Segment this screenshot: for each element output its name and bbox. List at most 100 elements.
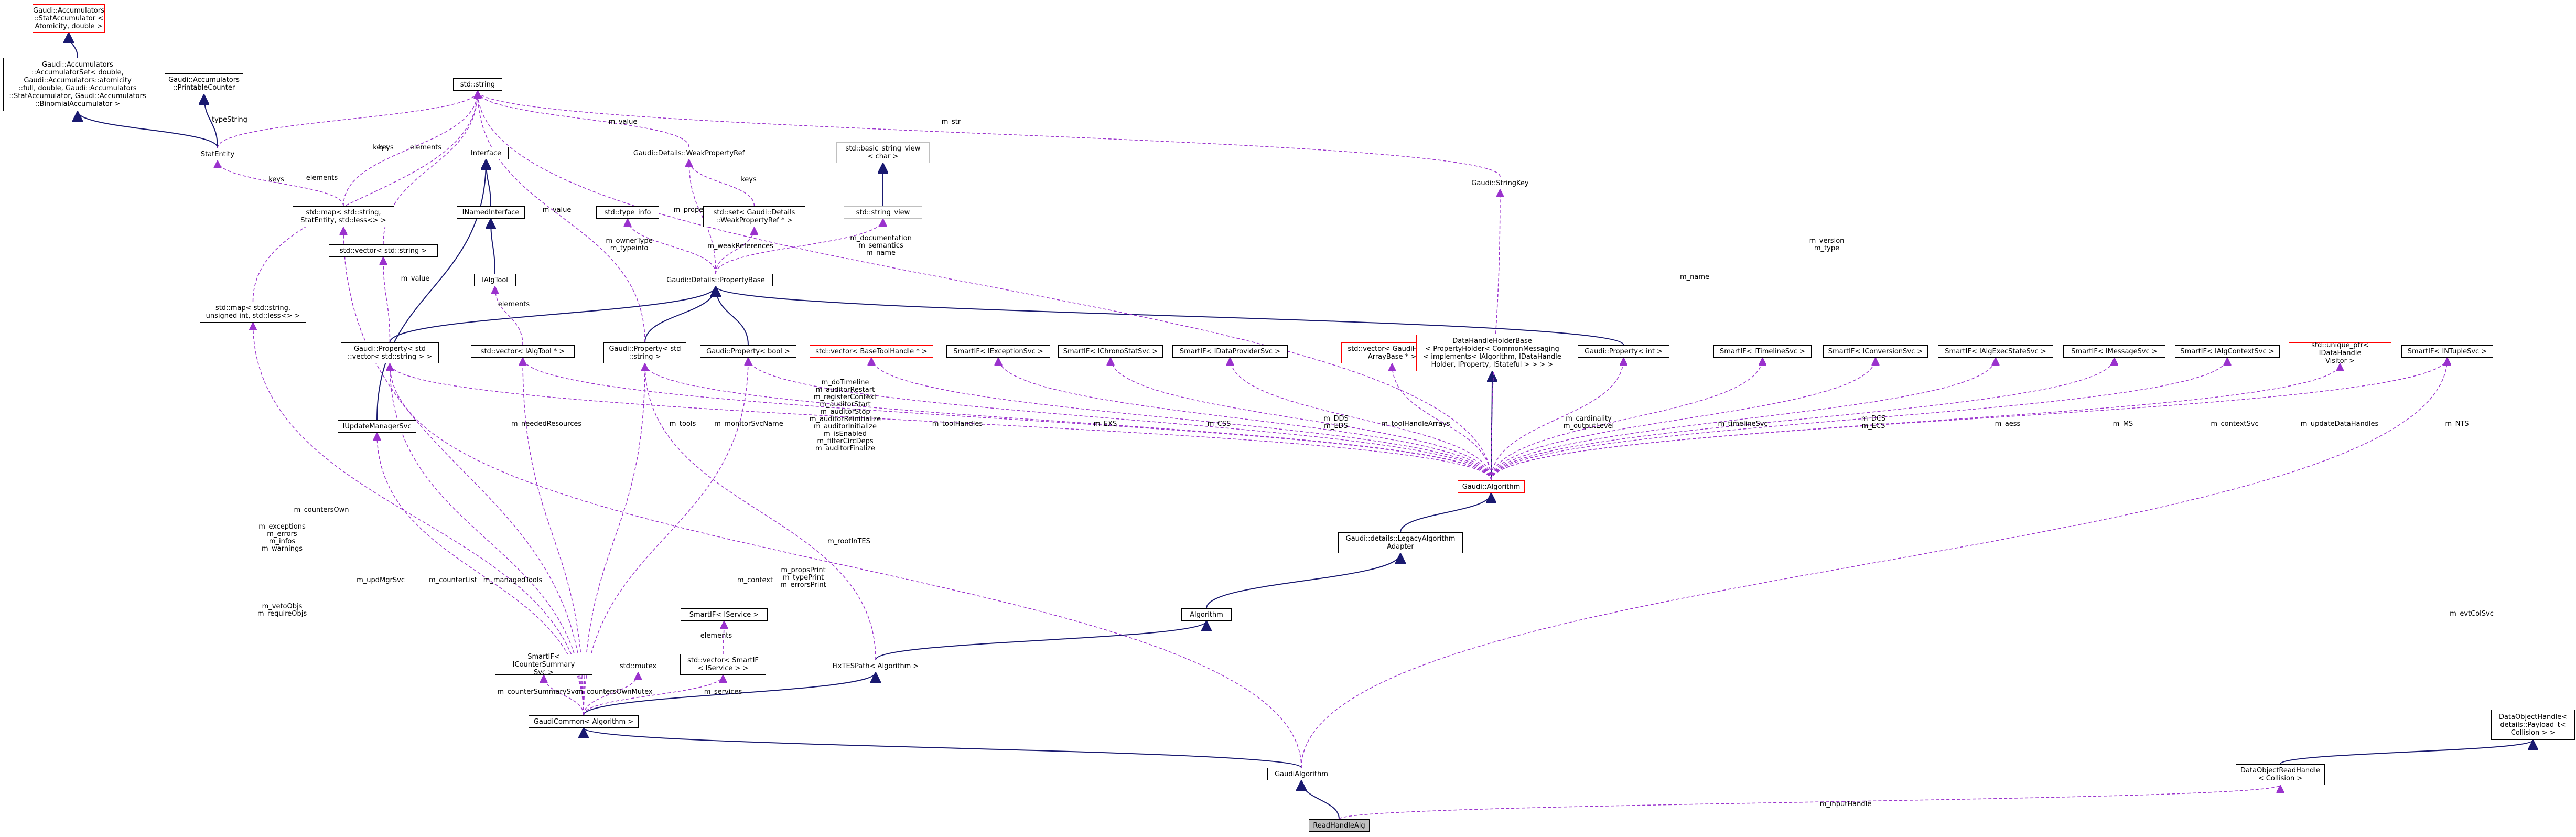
edge-accumset-to-stataccum bbox=[69, 32, 78, 58]
node-readhandlealg[interactable]: ReadHandleAlg bbox=[1309, 819, 1370, 832]
edge-statentity-to-printablecounter bbox=[204, 94, 218, 148]
edge-fixtespath-to-propstring bbox=[645, 363, 876, 660]
node-uniqueptr[interactable]: std::unique_ptr< IDataHandle Visitor > bbox=[2289, 341, 2391, 365]
node-spiservice[interactable]: SmartIF< IService > bbox=[681, 608, 768, 621]
edge-label-elements1: elements bbox=[306, 174, 338, 182]
edge-weakpropref-to-stdstring bbox=[478, 90, 689, 147]
edge-label-mstr: m_str bbox=[942, 118, 961, 126]
node-dohandlerbase[interactable]: DataObjectHandle< details::Payload_t< Co… bbox=[2491, 710, 2575, 740]
edge-propvecstring-to-vecstring bbox=[383, 257, 391, 343]
edge-label-property: m_property bbox=[674, 206, 713, 214]
edge-gaudialgo-to-spntuple bbox=[1301, 358, 2448, 768]
edge-stringkey-to-stdstring bbox=[478, 91, 1501, 177]
node-gaudialgorithm[interactable]: Gaudi::Algorithm bbox=[1458, 480, 1525, 493]
node-inamedinterface[interactable]: INamedInterface bbox=[457, 206, 525, 219]
edge-gaudicommon-to-vecspiservice bbox=[583, 674, 723, 716]
edge-doreadhandle-to-dohandlerbase bbox=[2280, 739, 2533, 765]
edge-label-contextsvc: m_contextSvc bbox=[2211, 420, 2258, 428]
edge-label-name: m_name bbox=[1680, 273, 1709, 281]
node-vecialgtool[interactable]: std::vector< IAlgTool * > bbox=[471, 345, 575, 358]
edge-label-toolhandles: m_toolHandles bbox=[932, 420, 983, 428]
edge-gaudialgorithm-to-vecbasetool bbox=[871, 358, 1492, 481]
node-datahandleholder[interactable]: DataHandleHolderBase < PropertyHolder< C… bbox=[1416, 335, 1568, 371]
node-gaudicommon[interactable]: GaudiCommon< Algorithm > bbox=[529, 715, 639, 728]
node-spconversion[interactable]: SmartIF< IConversionSvc > bbox=[1823, 345, 1928, 358]
edge-label-weakrefs: m_weakReferences bbox=[707, 242, 773, 250]
node-interface[interactable]: Interface bbox=[464, 147, 509, 159]
node-typeinfo[interactable]: std::type_info bbox=[596, 206, 659, 219]
edge-gaudialgorithm-to-propstring bbox=[645, 363, 1492, 481]
edge-label-value1: m_value bbox=[609, 118, 638, 126]
edge-propertybase-to-setweak bbox=[715, 227, 755, 274]
edge-label-inputhandle: m_inputHandle bbox=[1820, 800, 1871, 808]
node-spchrono[interactable]: SmartIF< IChronoStatSvc > bbox=[1058, 345, 1163, 358]
node-stringview[interactable]: std::string_view bbox=[844, 206, 922, 219]
node-spmessage[interactable]: SmartIF< IMessageSvc > bbox=[2063, 345, 2165, 358]
node-gaudialgo[interactable]: GaudiAlgorithm bbox=[1267, 768, 1335, 780]
node-vecgaudihandle[interactable]: std::vector< GaudiHandle ArrayBase * > bbox=[1341, 342, 1443, 363]
node-mapuint[interactable]: std::map< std::string, unsigned int, std… bbox=[200, 302, 306, 323]
node-vecspiservice[interactable]: std::vector< SmartIF < IService > > bbox=[680, 654, 766, 675]
edge-label-nts: m_NTS bbox=[2445, 420, 2469, 428]
node-spdataprov[interactable]: SmartIF< IDataProviderSvc > bbox=[1172, 345, 1288, 358]
node-setweak[interactable]: std::set< Gaudi::Details ::WeakPropertyR… bbox=[703, 206, 805, 227]
edge-label-exs: m_EXS bbox=[1094, 420, 1117, 428]
edge-propertybase-to-typeinfo bbox=[628, 219, 716, 274]
node-spcountersummary[interactable]: SmartIF< ICounterSummary Svc > bbox=[495, 653, 592, 677]
node-doreadhandle[interactable]: DataObjectReadHandle < Collision > bbox=[2236, 764, 2325, 785]
node-vecbasetool[interactable]: std::vector< BaseToolHandle * > bbox=[810, 345, 933, 358]
edge-label-counterlist: m_counterList bbox=[429, 576, 477, 584]
edge-gaudialgorithm-to-vecgaudihandle bbox=[1392, 363, 1492, 481]
edge-label-context: m_context bbox=[737, 576, 773, 584]
edge-label-services: m_services bbox=[704, 688, 742, 696]
node-basicsv[interactable]: std::basic_string_view < char > bbox=[836, 142, 930, 163]
edge-label-neededres: m_neededResources bbox=[511, 420, 582, 428]
node-accumset[interactable]: Gaudi::Accumulators ::AccumulatorSet< do… bbox=[3, 58, 152, 111]
node-spalgcontext[interactable]: SmartIF< IAlgContextSvc > bbox=[2175, 345, 2280, 358]
edge-gaudialgorithm-to-sptimeline bbox=[1491, 358, 1763, 481]
node-printablecounter[interactable]: Gaudi::Accumulators ::PrintableCounter bbox=[165, 73, 243, 94]
edge-label-value3: m_value bbox=[401, 275, 430, 283]
node-propstring[interactable]: Gaudi::Property< std ::string > bbox=[603, 342, 686, 363]
node-spntuple[interactable]: SmartIF< INTupleSvc > bbox=[2401, 345, 2493, 358]
node-propbool[interactable]: Gaudi::Property< bool > bbox=[700, 345, 796, 358]
edge-gaudialgo-to-gaudicommon bbox=[584, 727, 1302, 768]
edge-label-keys4: keys bbox=[741, 176, 757, 184]
node-stdmutex[interactable]: std::mutex bbox=[613, 660, 663, 672]
node-iupdatemgr[interactable]: IUpdateManagerSvc bbox=[338, 420, 416, 433]
node-propint[interactable]: Gaudi::Property< int > bbox=[1578, 345, 1669, 358]
edge-readhandlealg-to-gaudialgo bbox=[1301, 780, 1340, 820]
edge-vecialgtool-to-ialgtool bbox=[495, 286, 523, 346]
edge-gaudicommon-to-propstring bbox=[583, 363, 645, 716]
edge-statentity-to-accumset bbox=[78, 111, 218, 148]
node-weakpropref[interactable]: Gaudi::Details::WeakPropertyRef bbox=[623, 147, 755, 159]
node-stdstring[interactable]: std::string bbox=[453, 78, 502, 91]
node-fixtespath[interactable]: FixTESPath< Algorithm > bbox=[827, 660, 924, 672]
edge-gaudialgorithm-to-spalgcontext bbox=[1491, 358, 2227, 481]
edge-gaudicommon-to-stdmutex bbox=[583, 672, 638, 716]
node-statentity[interactable]: StatEntity bbox=[193, 148, 242, 160]
node-mapstatentity[interactable]: std::map< std::string, StatEntity, std::… bbox=[293, 206, 394, 227]
edge-gaudialgorithm-to-spntuple bbox=[1491, 358, 2448, 481]
edge-mapstatentity-to-statentity bbox=[218, 160, 344, 207]
node-propertybase[interactable]: Gaudi::Details::PropertyBase bbox=[659, 274, 773, 286]
node-ialgtool[interactable]: IAlgTool bbox=[474, 274, 516, 286]
node-propvecstring[interactable]: Gaudi::Property< std ::vector< std::stri… bbox=[341, 342, 439, 363]
node-legacyadapter[interactable]: Gaudi::details::LegacyAlgorithm Adapter bbox=[1338, 532, 1463, 553]
node-algorithm[interactable]: Algorithm bbox=[1181, 608, 1232, 621]
edge-propstring-to-stdstring bbox=[478, 91, 645, 343]
edge-label-updatedh: m_updateDataHandles bbox=[2301, 420, 2379, 428]
edge-statentity-to-stdstring bbox=[217, 90, 478, 148]
node-spexception[interactable]: SmartIF< IExceptionSvc > bbox=[946, 345, 1050, 358]
edge-gaudicommon-to-spcountersummary bbox=[544, 675, 584, 716]
node-stringkey[interactable]: Gaudi::StringKey bbox=[1461, 177, 1539, 189]
node-sptimeline[interactable]: SmartIF< ITimelineSvc > bbox=[1713, 345, 1812, 358]
edge-label-countersummary: m_counterSummarySvc bbox=[497, 688, 578, 696]
node-spaes[interactable]: SmartIF< IAlgExecStateSvc > bbox=[1938, 345, 2053, 358]
node-stataccum[interactable]: Gaudi::Accumulators ::StatAccumulator < … bbox=[33, 4, 105, 33]
node-vecstring[interactable]: std::vector< std::string > bbox=[329, 244, 438, 257]
